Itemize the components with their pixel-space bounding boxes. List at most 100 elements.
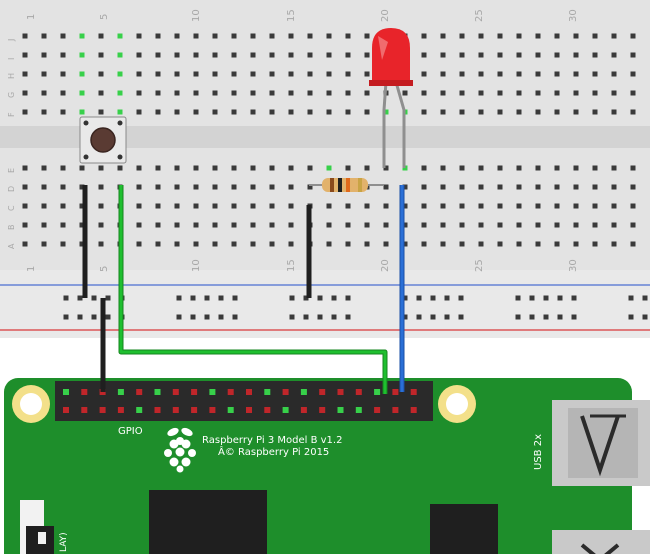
usb-lan-chip <box>430 504 498 554</box>
gpio-pin <box>392 407 399 413</box>
rail-hole <box>105 314 111 320</box>
column-number: 25 <box>474 9 485 22</box>
gpio-pin <box>246 407 252 413</box>
breadboard-hole <box>231 52 237 58</box>
breadboard-hole <box>136 241 142 247</box>
breadboard-hole <box>421 33 427 39</box>
breadboard-hole <box>554 203 560 209</box>
breadboard-hole <box>592 222 598 228</box>
rail-hole <box>303 314 309 320</box>
breadboard-hole <box>497 90 503 96</box>
breadboard-hole <box>60 222 66 228</box>
rail-hole <box>402 295 408 301</box>
breadboard-hole <box>573 203 579 209</box>
breadboard-hole <box>516 109 522 115</box>
gpio-pin <box>282 407 289 413</box>
breadboard-hole <box>592 71 598 77</box>
breadboard-hole <box>516 33 522 39</box>
breadboard-hole <box>288 52 294 58</box>
breadboard-hole <box>307 165 313 171</box>
rail-hole <box>218 314 224 320</box>
breadboard-hole <box>212 71 218 77</box>
breadboard-hole <box>611 203 617 209</box>
breadboard-hole <box>592 184 598 190</box>
breadboard-hole <box>326 52 332 58</box>
breadboard-hole <box>193 184 199 190</box>
breadboard-hole <box>60 241 66 247</box>
row-letter: E <box>7 168 16 173</box>
breadboard-hole <box>364 222 370 228</box>
breadboard-hole <box>212 165 218 171</box>
breadboard-hole <box>269 71 275 77</box>
breadboard-hole <box>155 222 161 228</box>
breadboard-hole <box>326 222 332 228</box>
breadboard-hole <box>516 71 522 77</box>
breadboard-hole <box>364 203 370 209</box>
breadboard-hole <box>193 71 199 77</box>
breadboard-hole <box>535 165 541 171</box>
breadboard-hole <box>611 33 617 39</box>
breadboard-hole <box>98 222 104 228</box>
breadboard-hole <box>231 184 237 190</box>
breadboard-hole <box>250 203 256 209</box>
breadboard-hole <box>60 109 66 115</box>
breadboard-hole <box>592 90 598 96</box>
rail-hole <box>190 314 196 320</box>
breadboard-hole <box>41 109 47 115</box>
gpio-pin <box>410 407 417 413</box>
breadboard-hole <box>117 165 123 171</box>
breadboard-hole <box>250 222 256 228</box>
breadboard-hole <box>630 109 636 115</box>
rail-hole <box>218 295 224 301</box>
breadboard-hole <box>269 241 275 247</box>
breadboard-hole <box>421 52 427 58</box>
breadboard-hole <box>60 165 66 171</box>
breadboard-hole <box>98 203 104 209</box>
breadboard-hole <box>440 203 446 209</box>
breadboard-hole <box>478 71 484 77</box>
breadboard-hole <box>516 165 522 171</box>
rail-hole <box>628 295 634 301</box>
breadboard-hole-active <box>117 71 123 77</box>
column-number: 30 <box>568 259 579 272</box>
rail-hole <box>571 314 577 320</box>
row-letters: J I H G F E D C B A <box>7 39 16 249</box>
breadboard-hole <box>250 165 256 171</box>
breadboard-hole <box>478 165 484 171</box>
breadboard-hole <box>288 222 294 228</box>
rail-hole <box>416 314 422 320</box>
rail-hole <box>430 314 436 320</box>
breadboard-hole <box>307 71 313 77</box>
breadboard-hole <box>611 241 617 247</box>
breadboard-hole <box>174 33 180 39</box>
breadboard-hole <box>592 165 598 171</box>
gpio-pin <box>337 407 344 413</box>
breadboard-hole <box>459 33 465 39</box>
breadboard-hole <box>364 71 370 77</box>
breadboard-hole <box>60 71 66 77</box>
breadboard-hole <box>212 203 218 209</box>
breadboard-hole <box>554 71 560 77</box>
rail-hole <box>444 314 450 320</box>
breadboard-hole <box>22 109 28 115</box>
row-letter: C <box>7 205 16 211</box>
breadboard-hole-active <box>326 165 332 171</box>
breadboard-hole <box>174 165 180 171</box>
breadboard-hole <box>60 90 66 96</box>
breadboard-hole <box>155 203 161 209</box>
rail-hole <box>430 295 436 301</box>
breadboard-hole <box>535 109 541 115</box>
breadboard-hole <box>79 222 85 228</box>
breadboard-hole <box>554 52 560 58</box>
column-number: 15 <box>286 9 297 22</box>
breadboard-hole <box>592 52 598 58</box>
rail-hole <box>571 295 577 301</box>
breadboard-hole <box>459 71 465 77</box>
breadboard-hole <box>478 109 484 115</box>
breadboard-hole <box>516 241 522 247</box>
breadboard-hole <box>440 109 446 115</box>
breadboard-hole <box>22 222 28 228</box>
breadboard-hole <box>326 241 332 247</box>
breadboard-hole <box>231 222 237 228</box>
breadboard-hole-active <box>117 52 123 58</box>
